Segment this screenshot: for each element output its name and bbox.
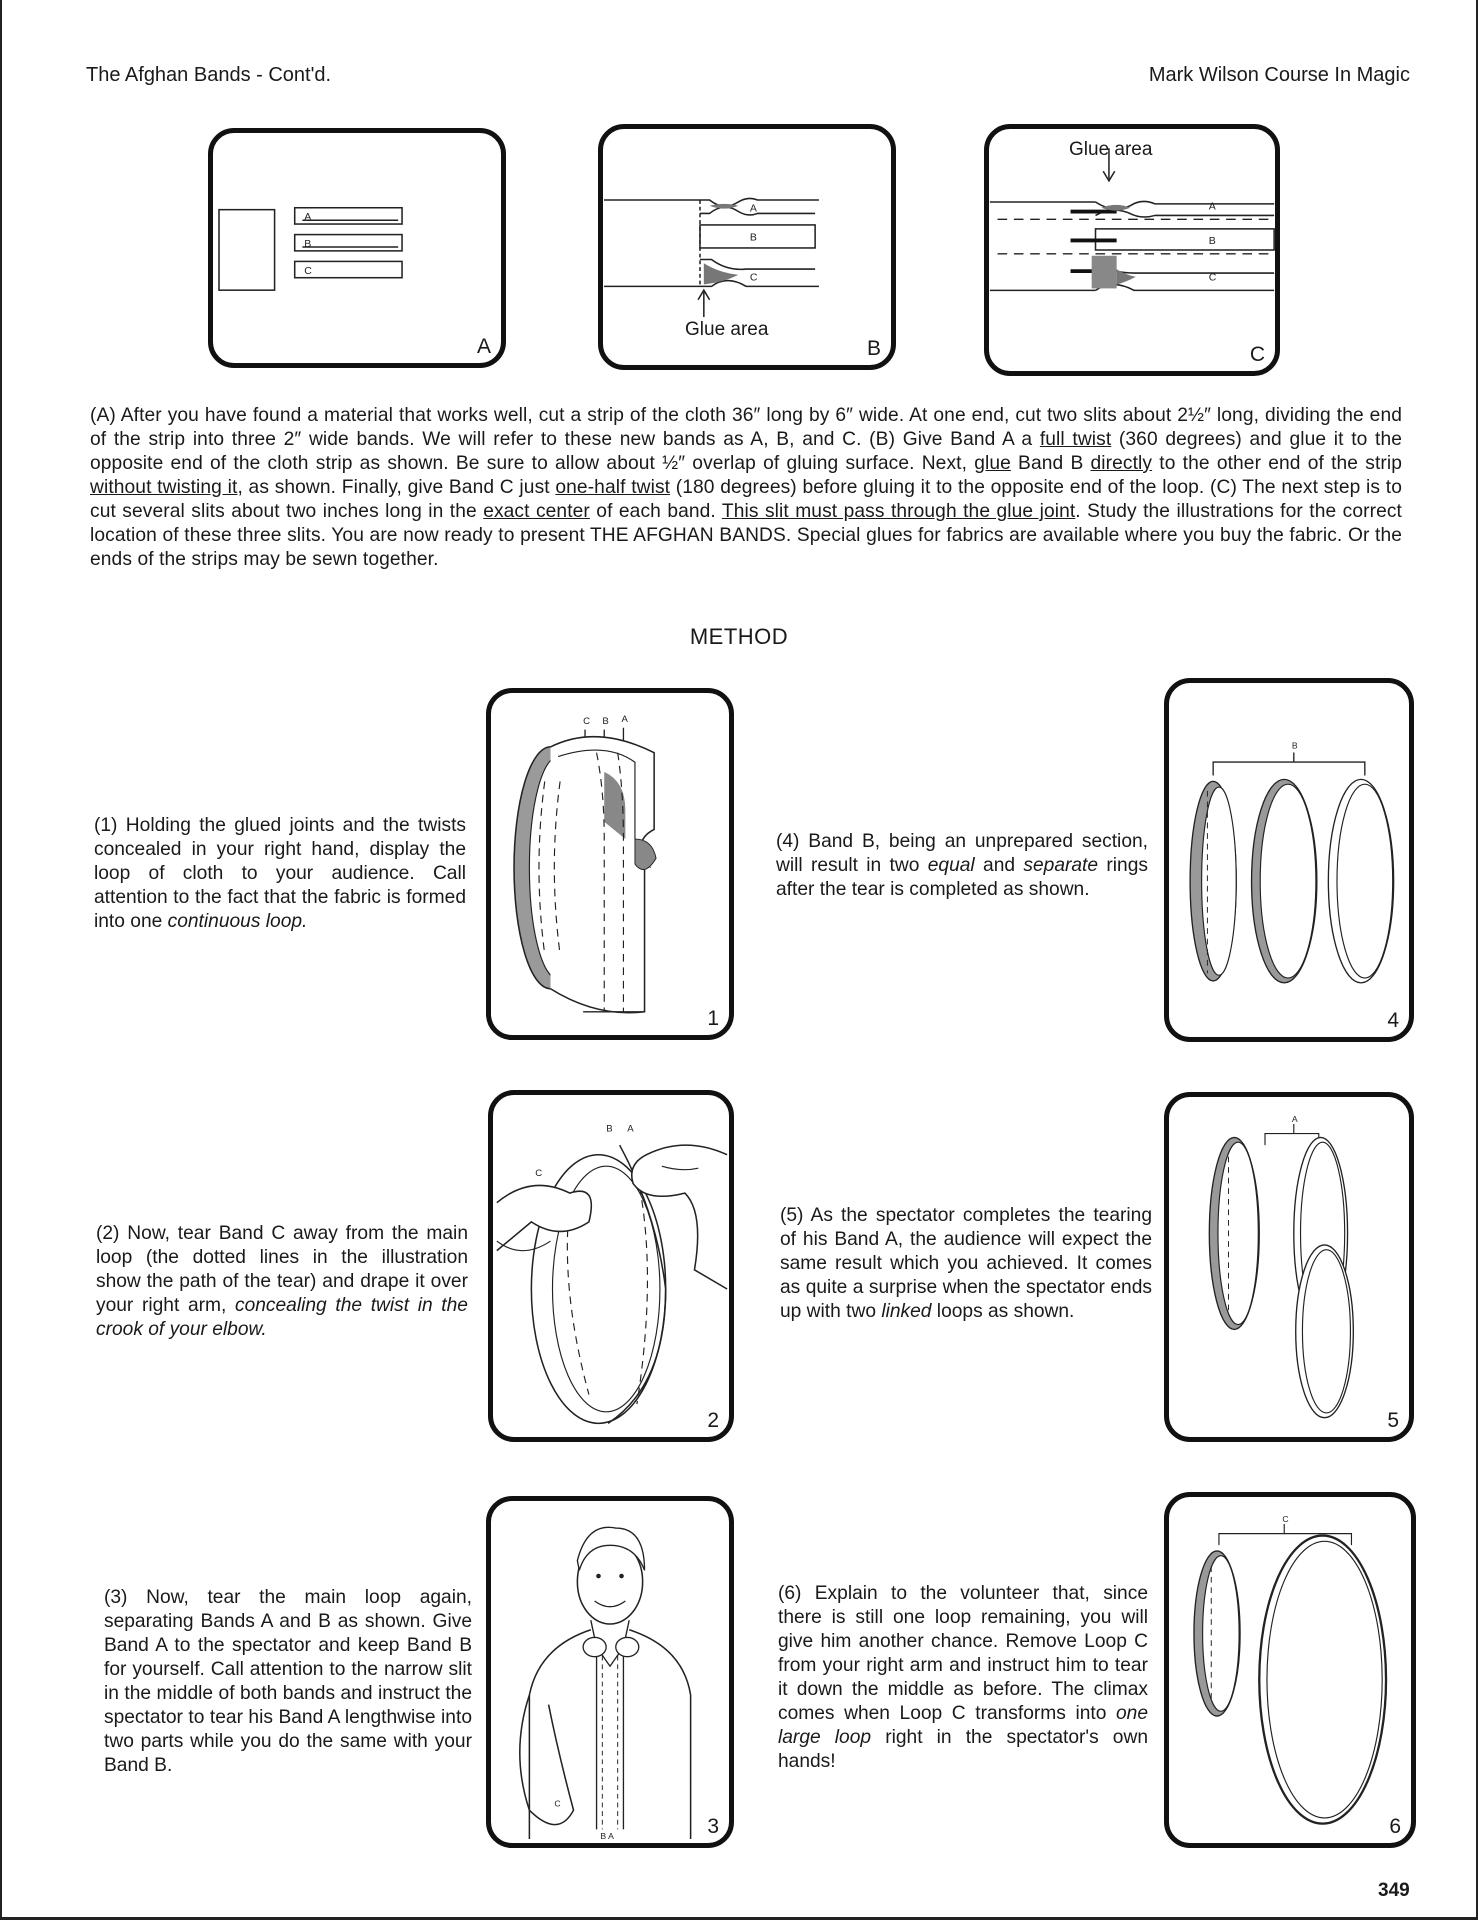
step-1-text: (1) Holding the glued joints and the twi… <box>94 814 466 934</box>
running-header-book: Mark Wilson Course In Magic <box>1149 64 1410 87</box>
step-6-text: (6) Explain to the volunteer that, since… <box>778 1582 1148 1774</box>
figure-c-band-a: A <box>1209 201 1217 213</box>
figure-c-label: C <box>1250 343 1265 367</box>
illus-1-top-b: B <box>602 716 608 727</box>
step-4-text: (4) Band B, being an unprepared section,… <box>776 830 1148 902</box>
underline-exact-center: exact center <box>483 501 590 522</box>
step-3-text: (3) Now, tear the main loop again, separ… <box>104 1586 472 1778</box>
illus-2-label-a: A <box>627 1124 634 1135</box>
illustration-3-panel: C B A 3 <box>486 1496 734 1848</box>
page-border-left <box>0 0 2 1920</box>
illustration-1-drawing: C B A C B A <box>491 693 729 1035</box>
illus-2-label-c: C <box>535 1168 542 1179</box>
figure-a-band-a: A <box>304 211 311 223</box>
illustration-6-drawing: C <box>1169 1497 1411 1843</box>
illustration-5-drawing: A <box>1169 1097 1409 1437</box>
illus-1-top-c: C <box>583 716 590 727</box>
illustration-1-number: 1 <box>707 1007 719 1031</box>
figure-c-panel: A B C Glue area C <box>984 124 1280 376</box>
step-2-text: (2) Now, tear Band C away from the main … <box>96 1222 468 1342</box>
illus-2-label-b: B <box>606 1124 612 1135</box>
illustration-4-drawing: B <box>1169 683 1409 1037</box>
instructions-text-3: Band B <box>1011 453 1091 474</box>
step-5-emphasis: linked <box>881 1301 931 1322</box>
figure-b-band-a: A <box>750 203 758 215</box>
figure-b-glue-label: Glue area <box>685 319 768 341</box>
illus-3-label-c: C <box>554 1798 560 1808</box>
step-4-emphasis-equal: equal <box>928 855 975 876</box>
figure-c-band-b: B <box>1209 235 1216 247</box>
figure-b-label: B <box>867 337 881 361</box>
step-4-emphasis-separate: separate <box>1023 855 1098 876</box>
illustration-5-panel: A 5 <box>1164 1092 1414 1442</box>
underline-slit-glue-joint: This slit must pass through the glue joi… <box>722 501 1075 522</box>
illus-6-label-c: C <box>1282 1514 1288 1524</box>
figure-c-band-c: C <box>1209 272 1217 284</box>
underline-glue: glue <box>974 453 1011 474</box>
instructions-text-7: of each band. <box>590 501 722 522</box>
illus-5-label-a: A <box>1292 1114 1298 1124</box>
figure-b-panel: A B C Glue area B <box>598 124 896 370</box>
figure-c-drawing: A B C <box>989 129 1275 371</box>
instructions-text-4: to the other end of the strip <box>1152 453 1402 474</box>
underline-full-twist: full twist <box>1040 429 1111 450</box>
figure-a-panel: A B C A <box>208 128 506 368</box>
illustration-2-drawing: B A C <box>493 1095 729 1437</box>
figure-b-band-b: B <box>750 231 757 243</box>
underline-without-twisting: without twisting it <box>90 477 237 498</box>
illustration-4-panel: B 4 <box>1164 678 1414 1042</box>
illus-3-label-ba: B A <box>600 1831 614 1841</box>
illustration-3-drawing: C B A <box>491 1501 729 1843</box>
figure-a-band-c: C <box>304 265 312 277</box>
step-5-body-b: loops as shown. <box>931 1301 1074 1322</box>
illustration-6-number: 6 <box>1389 1815 1401 1839</box>
illustration-2-panel: B A C 2 <box>488 1090 734 1442</box>
underline-one-half-twist: one-half twist <box>555 477 670 498</box>
method-heading: METHOD <box>0 624 1478 650</box>
step-4-body-b: and <box>975 855 1024 876</box>
figure-b-band-c: C <box>750 272 758 284</box>
illustration-6-panel: C 6 <box>1164 1492 1416 1848</box>
step-6-body-a: (6) Explain to the volunteer that, since… <box>778 1583 1148 1724</box>
instructions-text-5: , as shown. Finally, give Band C just <box>237 477 555 498</box>
illustration-1-panel: C B A C B A 1 <box>486 688 734 1040</box>
step-3-body: (3) Now, tear the main loop again, separ… <box>104 1587 472 1776</box>
illustration-4-number: 4 <box>1387 1009 1399 1033</box>
illustration-2-number: 2 <box>707 1409 719 1433</box>
illustration-5-number: 5 <box>1387 1409 1399 1433</box>
instructions-paragraph: (A) After you have found a material that… <box>90 404 1402 572</box>
illus-4-label-b: B <box>1292 741 1298 751</box>
illus-1-top-a: A <box>622 714 629 725</box>
figure-a-drawing: A B C <box>213 133 501 363</box>
step-5-text: (5) As the spectator completes the teari… <box>780 1204 1152 1324</box>
figure-a-band-b: B <box>304 238 311 250</box>
illustration-3-number: 3 <box>707 1815 719 1839</box>
underline-directly: directly <box>1091 453 1153 474</box>
figure-c-glue-label: Glue area <box>1069 139 1152 161</box>
figure-a-label: A <box>477 335 491 359</box>
step-1-emphasis: continuous loop. <box>168 911 308 932</box>
page-number: 349 <box>1378 1880 1410 1902</box>
running-header-title: The Afghan Bands - Cont'd. <box>86 64 331 87</box>
